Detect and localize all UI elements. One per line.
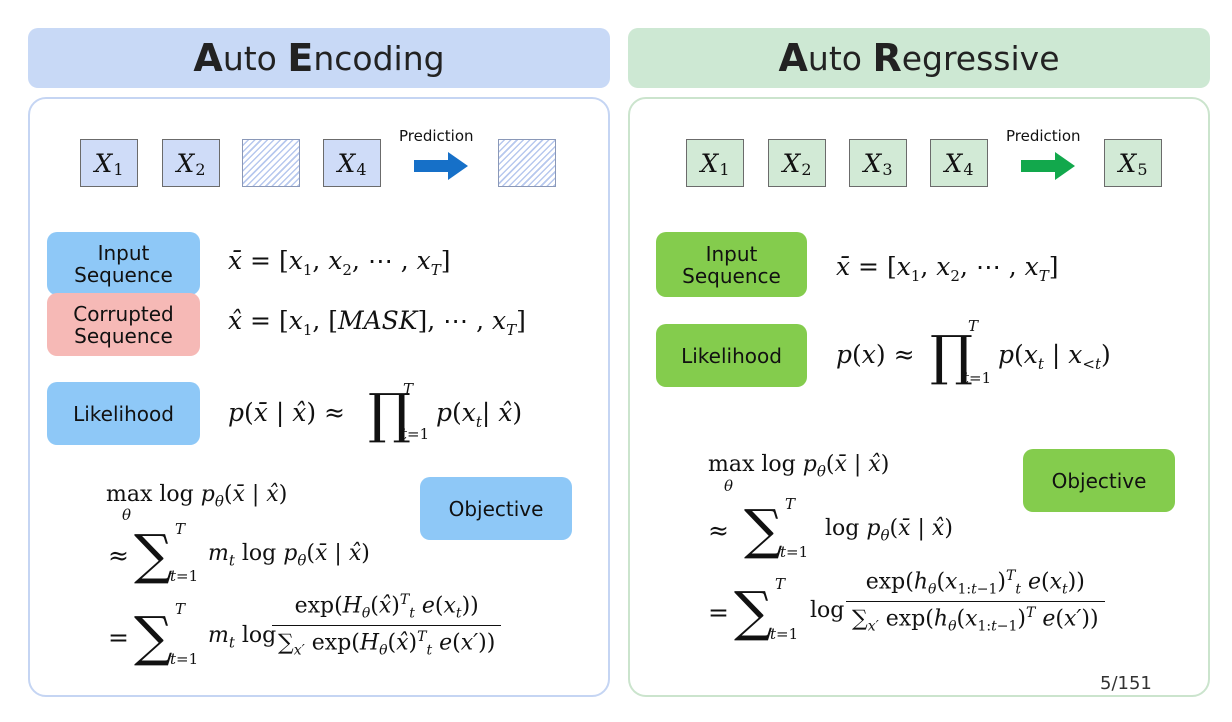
product-upper-limit: T (403, 380, 414, 398)
title-part: uto (807, 38, 873, 78)
input-sequence-formula: x̄ = [x1, x2, ⋯ , xT] (228, 246, 451, 279)
prediction-label: Prediction (1006, 127, 1081, 145)
sum-symbol: ∑ (744, 498, 783, 561)
likelihood-formula-left: p(x) ≈ (836, 340, 915, 369)
objective-max-left: max log pθ(x̄ | x̂) (106, 482, 288, 511)
title-initial: A (193, 36, 223, 80)
predicted-masked-token (498, 139, 556, 187)
title-part: egressive (901, 38, 1060, 78)
max-subscript: θ (122, 506, 132, 524)
sum-upper-limit: T (175, 520, 186, 538)
sum-lower-limit: t=1 (770, 625, 799, 643)
auto-regressive-panel (628, 97, 1210, 697)
prediction-arrow-icon (1021, 152, 1075, 180)
product-symbol: ∏ (368, 382, 411, 445)
sum-upper-limit: T (785, 495, 796, 513)
sum-symbol: ∑ (134, 523, 173, 586)
title-initial: A (778, 36, 808, 80)
title-part: ncoding (313, 38, 445, 78)
softmax-fraction-left: exp(Hθ(x̂)Tt e(xt)) ∑x′ exp(Hθ(x̂)Tt e(x… (272, 592, 502, 658)
page-number: 5/151 (1100, 673, 1152, 694)
objective-max-right: max log pθ(x̄ | x̂) (708, 452, 890, 481)
product-upper-limit: T (968, 317, 979, 335)
input-sequence-formula: x̄ = [x1, x2, ⋯ , xT] (836, 252, 1059, 285)
sum-upper-limit: T (175, 600, 186, 618)
objective-label: Objective (1023, 449, 1175, 512)
objective-approx-left: mt log pθ(x̄ | x̂) (208, 541, 370, 570)
product-symbol: ∏ (930, 324, 973, 387)
title-initial: E (287, 36, 314, 80)
title-initial: R (872, 36, 902, 80)
approx-sign: ≈ (108, 541, 129, 570)
objective-approx-right: log pθ(x̄ | x̂) (825, 516, 953, 545)
approx-sign: ≈ (708, 516, 729, 545)
sum-lower-limit: t=1 (170, 650, 199, 668)
equals-sign: = (108, 623, 129, 652)
objective-label: Objective (420, 477, 572, 540)
title-part: uto (222, 38, 288, 78)
auto-encoding-panel (28, 97, 610, 697)
objective-exact-right: log (810, 598, 845, 623)
sum-symbol: ∑ (734, 580, 773, 643)
equals-sign: = (708, 598, 729, 627)
likelihood-label: Likelihood (656, 324, 807, 387)
corrupted-sequence-formula: x̂ = [x1, [MASK], ⋯ , xT] (228, 306, 526, 339)
likelihood-formula-right: p(xt| x̂) (436, 398, 523, 431)
masked-token (242, 139, 300, 187)
likelihood-formula-right: p(xt | x<t) (998, 340, 1111, 373)
sum-upper-limit: T (775, 575, 786, 593)
product-lower-limit: t=1 (963, 369, 992, 387)
sum-lower-limit: t=1 (780, 543, 809, 561)
max-subscript: θ (724, 477, 734, 495)
product-lower-limit: t=1 (401, 425, 430, 443)
prediction-label: Prediction (399, 127, 474, 145)
likelihood-formula-left: p(x̄ | x̂) ≈ (228, 398, 345, 427)
prediction-arrow-icon (414, 152, 468, 180)
objective-exact-left: mt log (208, 623, 277, 652)
softmax-fraction-right: exp(hθ(x1:t−1)Tt e(xt)) ∑x′ exp(hθ(x1:t−… (846, 568, 1105, 634)
likelihood-label: Likelihood (47, 382, 200, 445)
sum-lower-limit: t=1 (170, 567, 199, 585)
sum-symbol: ∑ (134, 605, 173, 668)
